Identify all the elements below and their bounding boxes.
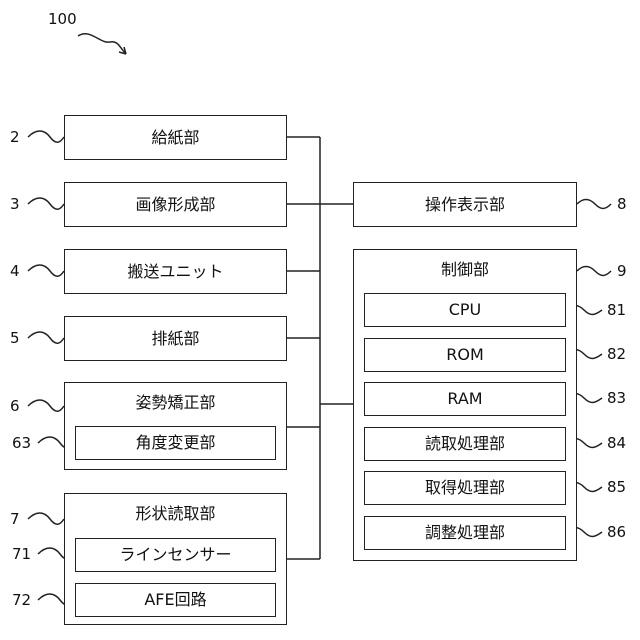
figure-number: 100	[48, 10, 77, 28]
afe-circuit-block: AFE回路	[75, 583, 276, 617]
ejection-block: 排紙部	[64, 316, 287, 361]
posture-label: 姿勢矯正部	[65, 393, 286, 413]
ejection-ref: 5	[10, 329, 20, 347]
cpu-label: CPU	[365, 300, 565, 320]
controller-label: 制御部	[354, 260, 576, 280]
angle-change-block: 角度変更部	[75, 426, 276, 460]
feeder-ref: 2	[10, 128, 20, 146]
ram-ref: 83	[607, 389, 626, 407]
line-sensor-block: ラインセンサー	[75, 538, 276, 572]
posture-block: 姿勢矯正部 角度変更部	[64, 382, 287, 470]
ram-label: RAM	[365, 389, 565, 409]
adjust-processing-ref: 86	[607, 523, 626, 541]
read-processing-label: 読取処理部	[365, 434, 565, 454]
conveyance-label: 搬送ユニット	[65, 262, 286, 282]
image-forming-ref: 3	[10, 195, 20, 213]
feeder-block: 給紙部	[64, 115, 287, 160]
controller-block: 制御部 CPU ROM RAM 読取処理部 取得処理部 調整処理部	[353, 249, 577, 561]
operation-display-block: 操作表示部	[353, 182, 577, 227]
feeder-label: 給紙部	[65, 128, 286, 148]
line-sensor-ref: 71	[12, 545, 31, 563]
figure-arrow	[78, 34, 126, 54]
shape-reader-block: 形状読取部 ラインセンサー AFE回路	[64, 493, 287, 625]
operation-display-ref: 8	[617, 195, 627, 213]
line-sensor-label: ラインセンサー	[76, 545, 275, 565]
operation-display-label: 操作表示部	[354, 195, 576, 215]
ram-block: RAM	[364, 382, 566, 416]
posture-ref: 6	[10, 397, 20, 415]
image-forming-block: 画像形成部	[64, 182, 287, 227]
acquire-processing-ref: 85	[607, 478, 626, 496]
rom-label: ROM	[365, 345, 565, 365]
shape-reader-label: 形状読取部	[65, 504, 286, 524]
ejection-label: 排紙部	[65, 329, 286, 349]
controller-ref: 9	[617, 262, 627, 280]
rom-ref: 82	[607, 345, 626, 363]
adjust-processing-label: 調整処理部	[365, 523, 565, 543]
rom-block: ROM	[364, 338, 566, 372]
read-processing-ref: 84	[607, 434, 626, 452]
read-processing-block: 読取処理部	[364, 427, 566, 461]
angle-change-label: 角度変更部	[76, 433, 275, 453]
conveyance-ref: 4	[10, 262, 20, 280]
acquire-processing-block: 取得処理部	[364, 471, 566, 505]
afe-circuit-ref: 72	[12, 591, 31, 609]
afe-circuit-label: AFE回路	[76, 590, 275, 610]
image-forming-label: 画像形成部	[65, 195, 286, 215]
angle-change-ref: 63	[12, 434, 31, 452]
cpu-ref: 81	[607, 301, 626, 319]
conveyance-block: 搬送ユニット	[64, 249, 287, 294]
acquire-processing-label: 取得処理部	[365, 478, 565, 498]
shape-reader-ref: 7	[10, 510, 20, 528]
cpu-block: CPU	[364, 293, 566, 327]
adjust-processing-block: 調整処理部	[364, 516, 566, 550]
